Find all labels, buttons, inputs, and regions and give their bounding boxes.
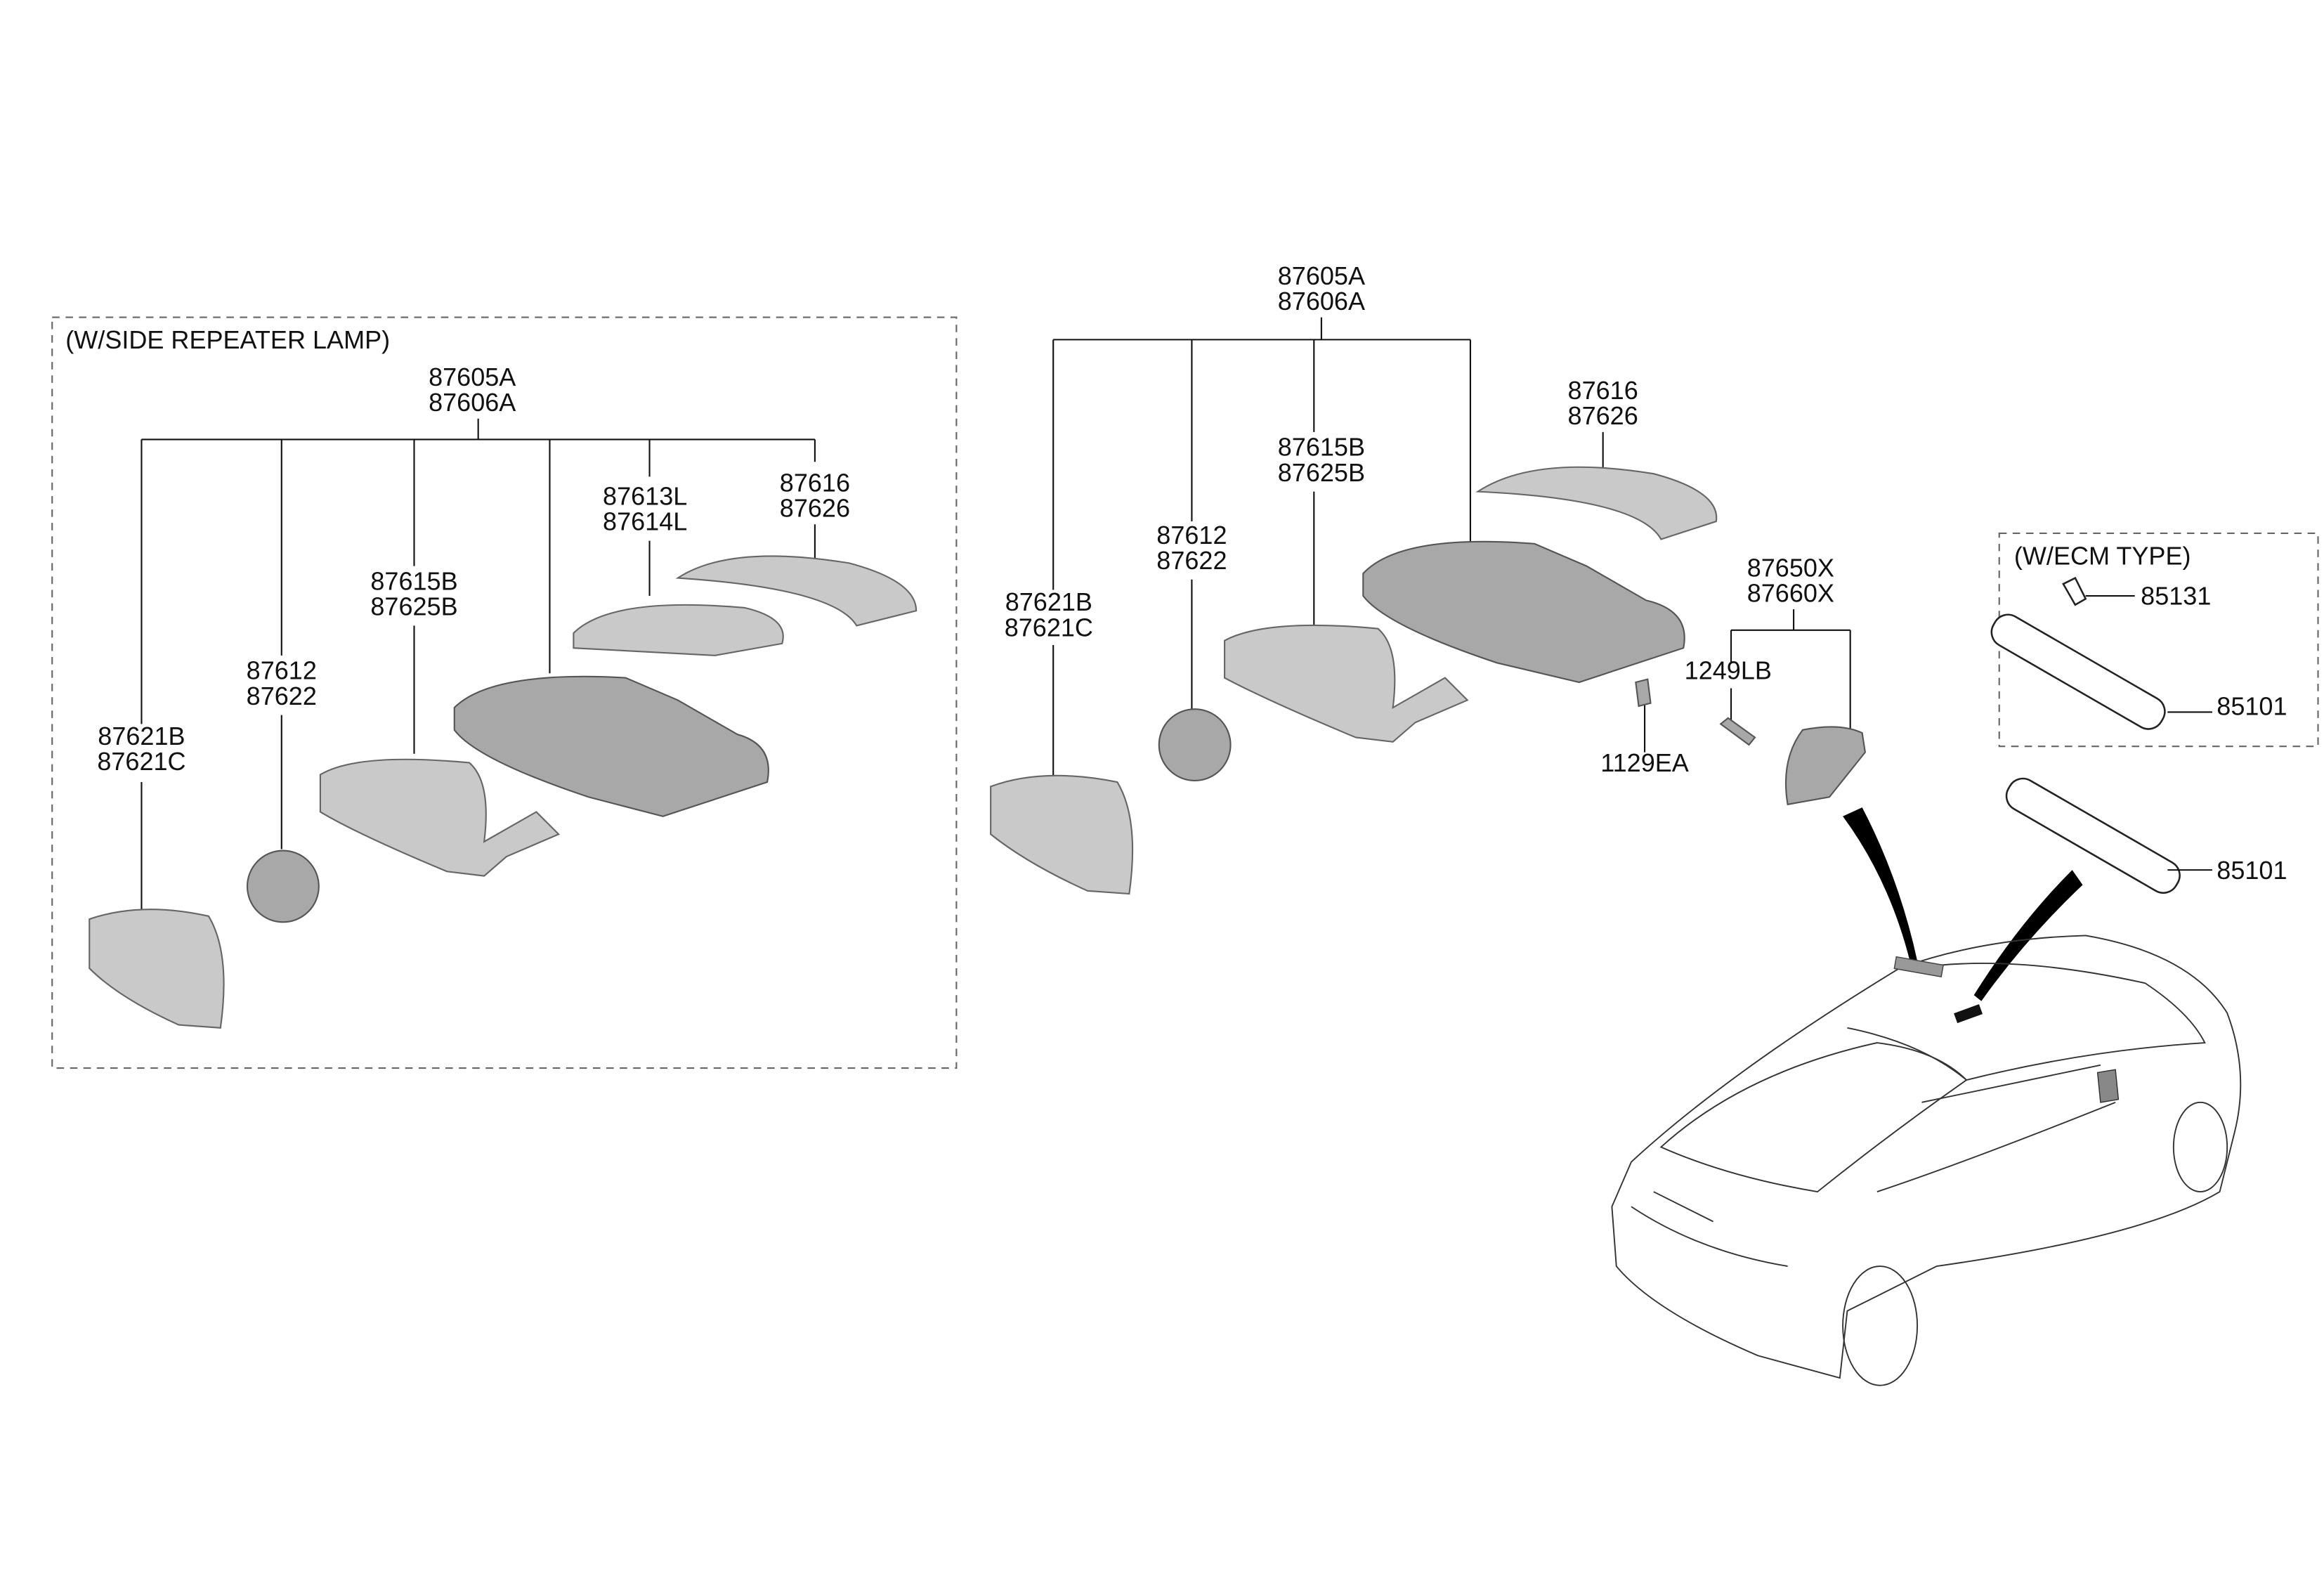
glass-label-1: 87621B xyxy=(98,722,185,750)
glass-label-2: 87621C xyxy=(1005,613,1093,642)
option-box-border xyxy=(51,316,958,1069)
actuator-label-2: 87622 xyxy=(1156,546,1227,575)
cover-label-2: 87626 xyxy=(1568,401,1638,430)
leader-lines xyxy=(141,418,816,913)
cover-shape xyxy=(675,555,918,627)
inside-mirror-shape xyxy=(2005,777,2181,894)
ecm-group: (W/ECM TYPE) 85131 85101 xyxy=(1990,532,2319,748)
mirror-glass-shape xyxy=(990,774,1134,895)
cover-label-1: 87616 xyxy=(1568,376,1638,405)
rear-window xyxy=(1659,1042,1968,1193)
right-group-standard: 87605A 87606A 87621B 87621C 87612 87622 … xyxy=(990,261,1867,895)
inside-mirror-location xyxy=(1954,1004,1983,1024)
housing-label-1: 87615B xyxy=(370,567,457,596)
glass-label-2: 87621C xyxy=(97,747,185,776)
actuator-shape xyxy=(246,850,320,923)
ecm-mirror-shape xyxy=(1990,613,2166,730)
screw-shape xyxy=(1719,717,1756,746)
repeater-label-1: 87613L xyxy=(603,482,687,511)
housing-label-2: 87625B xyxy=(370,592,457,621)
cover-label-1: 87616 xyxy=(780,469,850,497)
front-wheel xyxy=(2172,1101,2228,1193)
mirror-body-shape xyxy=(453,675,769,817)
garnish-label-2: 87660X xyxy=(1747,579,1834,608)
assembly-label-2: 87606A xyxy=(429,388,516,417)
glass-label-1: 87621B xyxy=(1005,587,1092,616)
left-group-repeater-lamp: (W/SIDE REPEATER LAMP) 87605A 87606A 876… xyxy=(51,316,958,1069)
side-mirror-location xyxy=(2096,1069,2120,1103)
option-title: (W/ECM TYPE) xyxy=(2014,542,2191,571)
shark-fin-garnish xyxy=(1893,956,1944,978)
housing-label-2: 87625B xyxy=(1278,458,1365,487)
actuator-label-1: 87612 xyxy=(247,656,317,685)
garnish-leader-lines xyxy=(1643,609,1851,753)
vehicle-illustration xyxy=(1611,935,2242,1386)
repeater-lamp-shape xyxy=(573,604,784,656)
pointer-arrow-outside-mirror xyxy=(1843,807,1918,961)
screw-label: 1249LB xyxy=(1685,656,1772,685)
actuator-shape xyxy=(1158,708,1232,781)
garnish-label-1: 87650X xyxy=(1747,553,1834,582)
mirror-cover-shape xyxy=(2062,576,2087,606)
cover-label-2: 87626 xyxy=(780,494,850,523)
cover-label: 85131 xyxy=(2141,582,2211,611)
option-title: (W/SIDE REPEATER LAMP) xyxy=(65,325,390,354)
leader-lines xyxy=(1052,317,1604,778)
repeater-label-2: 87614L xyxy=(603,507,687,536)
mirror-label: 85101 xyxy=(2217,856,2287,885)
housing-frame-shape xyxy=(1224,624,1469,743)
mirror-label: 85101 xyxy=(2217,692,2287,721)
actuator-label-2: 87622 xyxy=(247,682,317,710)
assembly-label-2: 87606A xyxy=(1278,287,1365,315)
pointer-arrow-inside-mirror xyxy=(1973,870,2083,1001)
bolt-shape xyxy=(1635,678,1652,708)
housing-frame-shape xyxy=(319,758,561,877)
bolt-label: 1129EA xyxy=(1600,748,1689,777)
assembly-label-1: 87605A xyxy=(429,363,516,391)
assembly-label-1: 87605A xyxy=(1278,261,1365,290)
car-body-outline xyxy=(1611,935,2242,1379)
cover-shape xyxy=(1475,466,1718,540)
body-detail-lines xyxy=(1631,1064,2116,1268)
garnish-shape xyxy=(1784,726,1867,806)
mirror-body-shape xyxy=(1362,540,1685,684)
rear-wheel xyxy=(1842,1265,1919,1386)
mirror-glass-shape xyxy=(89,909,225,1029)
roof-line xyxy=(1847,963,2206,1081)
housing-label-1: 87615B xyxy=(1278,433,1365,462)
actuator-label-1: 87612 xyxy=(1156,521,1227,549)
inside-mirror-group: 85101 xyxy=(2005,777,2287,894)
